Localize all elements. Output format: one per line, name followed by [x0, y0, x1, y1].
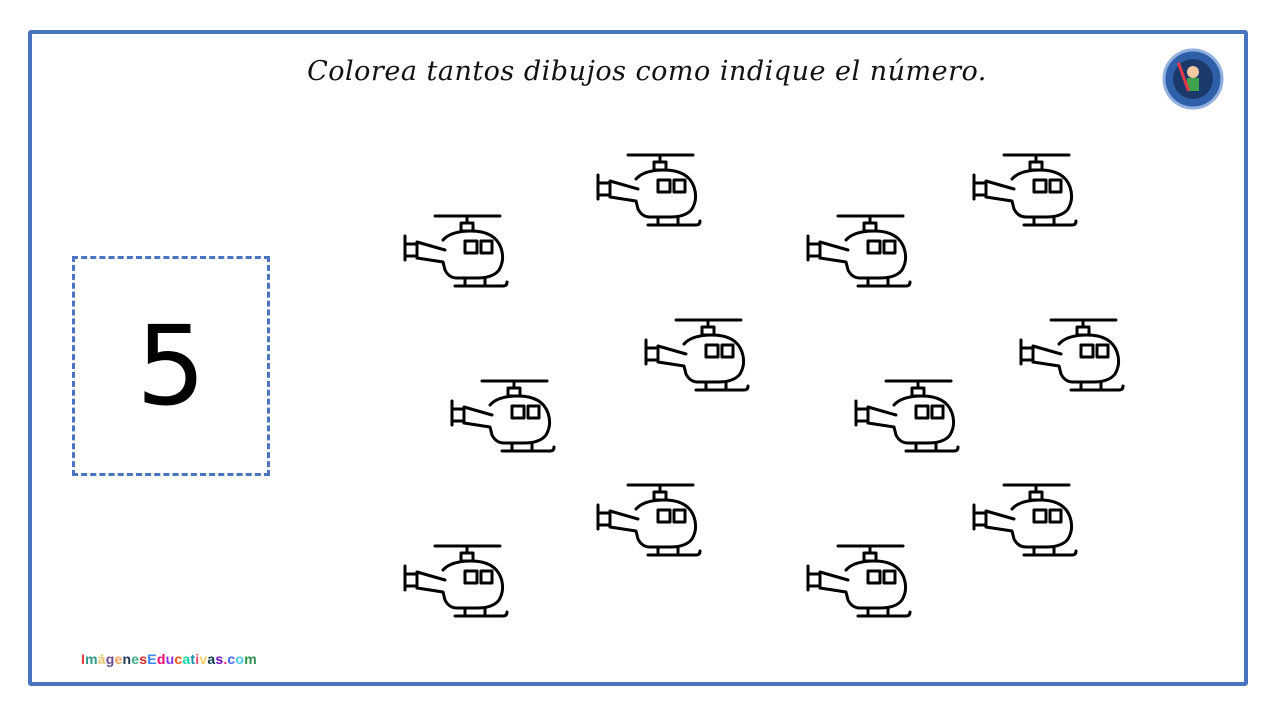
helicopter-icon: [596, 153, 702, 227]
helicopter-icon: [972, 153, 1078, 227]
worksheet-frame: [28, 30, 1248, 686]
target-number: 5: [136, 302, 206, 430]
helicopter-icon: [972, 483, 1078, 557]
helicopter-icon: [644, 318, 750, 392]
helicopter-icon: [450, 379, 556, 453]
helicopter-icon: [1019, 318, 1125, 392]
helicopter-icon: [403, 544, 509, 618]
helicopter-icon: [806, 214, 912, 288]
footer-watermark: ImágenesEducativas.com: [81, 651, 257, 667]
helicopter-icon: [854, 379, 960, 453]
site-logo-icon: [1162, 48, 1224, 110]
helicopter-icon: [403, 214, 509, 288]
helicopter-icon: [806, 544, 912, 618]
target-number-box: 5: [72, 256, 270, 476]
helicopter-icon: [596, 483, 702, 557]
instruction-title: Colorea tantos dibujos como indique el n…: [307, 56, 987, 87]
